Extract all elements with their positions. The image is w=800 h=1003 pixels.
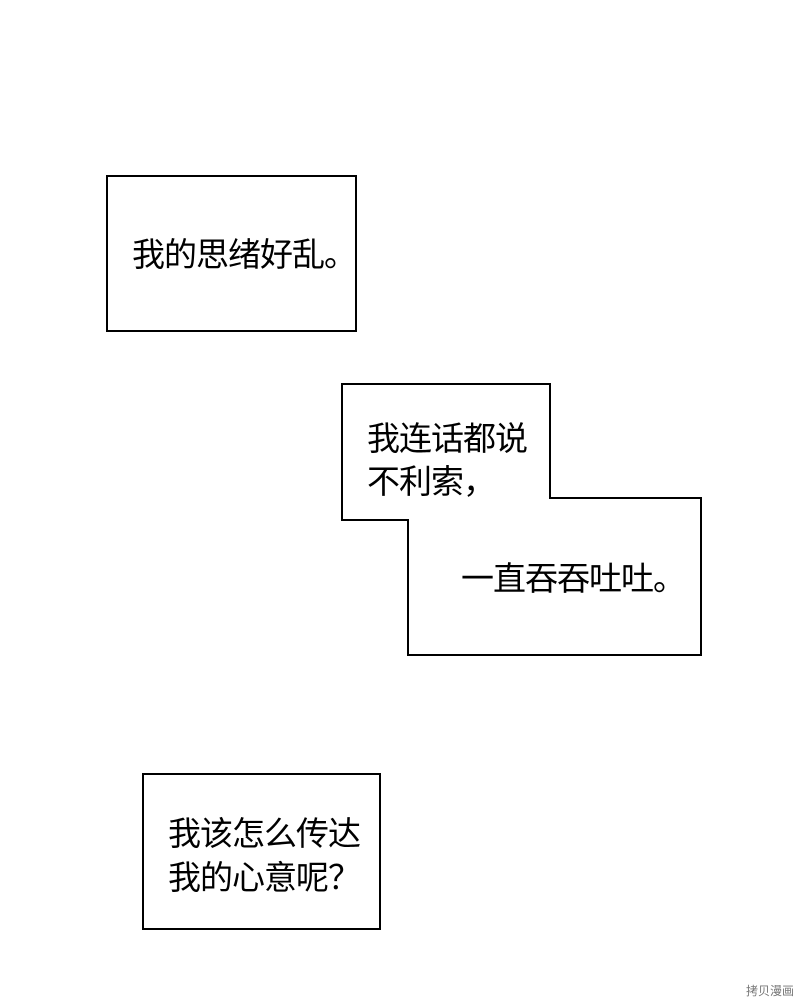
caption-3-line-1: 我该怎么传达 [168, 814, 361, 853]
caption-2-line-1: 我连话都说 [367, 419, 528, 458]
caption-3-line-2: 我的心意呢？ [168, 858, 361, 897]
caption-2-line-2: 不利索， [367, 462, 496, 501]
caption-2-line-3: 一直吞吞吐吐。 [461, 559, 686, 598]
watermark: 拷贝漫画 [745, 984, 794, 998]
caption-box-1: 我的思绪好乱。 [106, 175, 357, 332]
caption-1-line-1: 我的思绪好乱。 [132, 235, 357, 274]
caption-box-3: 我该怎么传达 我的心意呢？ [142, 773, 381, 930]
